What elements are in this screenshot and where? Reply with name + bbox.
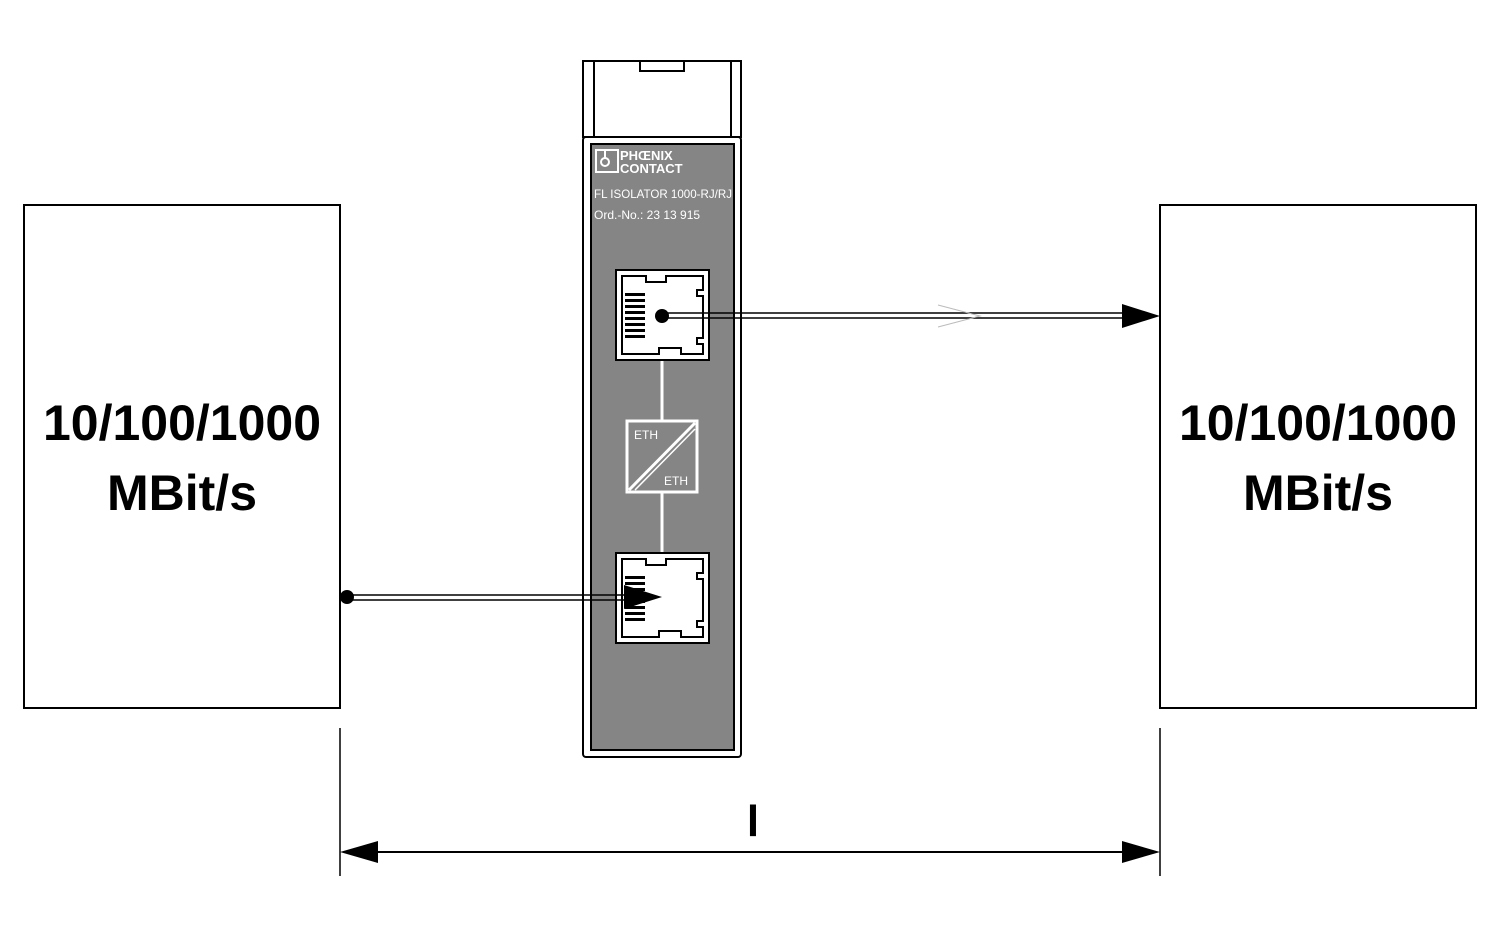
converter-bottom-label: ETH — [664, 474, 688, 488]
right-device-unit: MBit/s — [1243, 465, 1393, 521]
right-network-device: 10/100/1000 MBit/s — [1159, 204, 1477, 709]
cable-left-device-to-isolator — [340, 585, 662, 609]
model-label: FL ISOLATOR 1000-RJ/RJ — [594, 187, 732, 201]
brand-line-2: CONTACT — [620, 161, 683, 176]
cable-origin-dot-left — [340, 590, 354, 604]
arrow-into-isolator-port — [624, 585, 662, 609]
right-device-speed: 10/100/1000 — [1179, 395, 1457, 451]
cable-origin-dot-right — [655, 309, 669, 323]
order-number: Ord.-No.: 23 13 915 — [594, 208, 700, 222]
phoenix-contact-logo: PHŒNIX CONTACT — [595, 148, 683, 176]
brand-line-1: PHŒNIX — [620, 148, 673, 163]
left-network-device: 10/100/1000 MBit/s — [23, 204, 341, 709]
converter-top-label: ETH — [634, 428, 658, 442]
left-device-unit: MBit/s — [107, 465, 257, 521]
faint-arrow-mark — [937, 304, 982, 328]
dimension-label: l — [747, 797, 759, 846]
left-device-speed: 10/100/1000 — [43, 395, 321, 451]
cable-isolator-to-right-device — [655, 304, 1160, 328]
dimension-arrow-left — [340, 841, 378, 863]
dimension-arrow-right — [1122, 841, 1160, 863]
isolator-module: PHŒNIX CONTACT FL ISOLATOR 1000-RJ/RJ Or… — [582, 60, 742, 758]
port-1-contacts — [625, 293, 645, 338]
cable-length-dimension: l — [339, 728, 1161, 876]
arrow-into-right-device — [1122, 304, 1160, 328]
eth-converter-symbol: ETH ETH — [625, 419, 699, 494]
top-clip — [639, 60, 685, 72]
